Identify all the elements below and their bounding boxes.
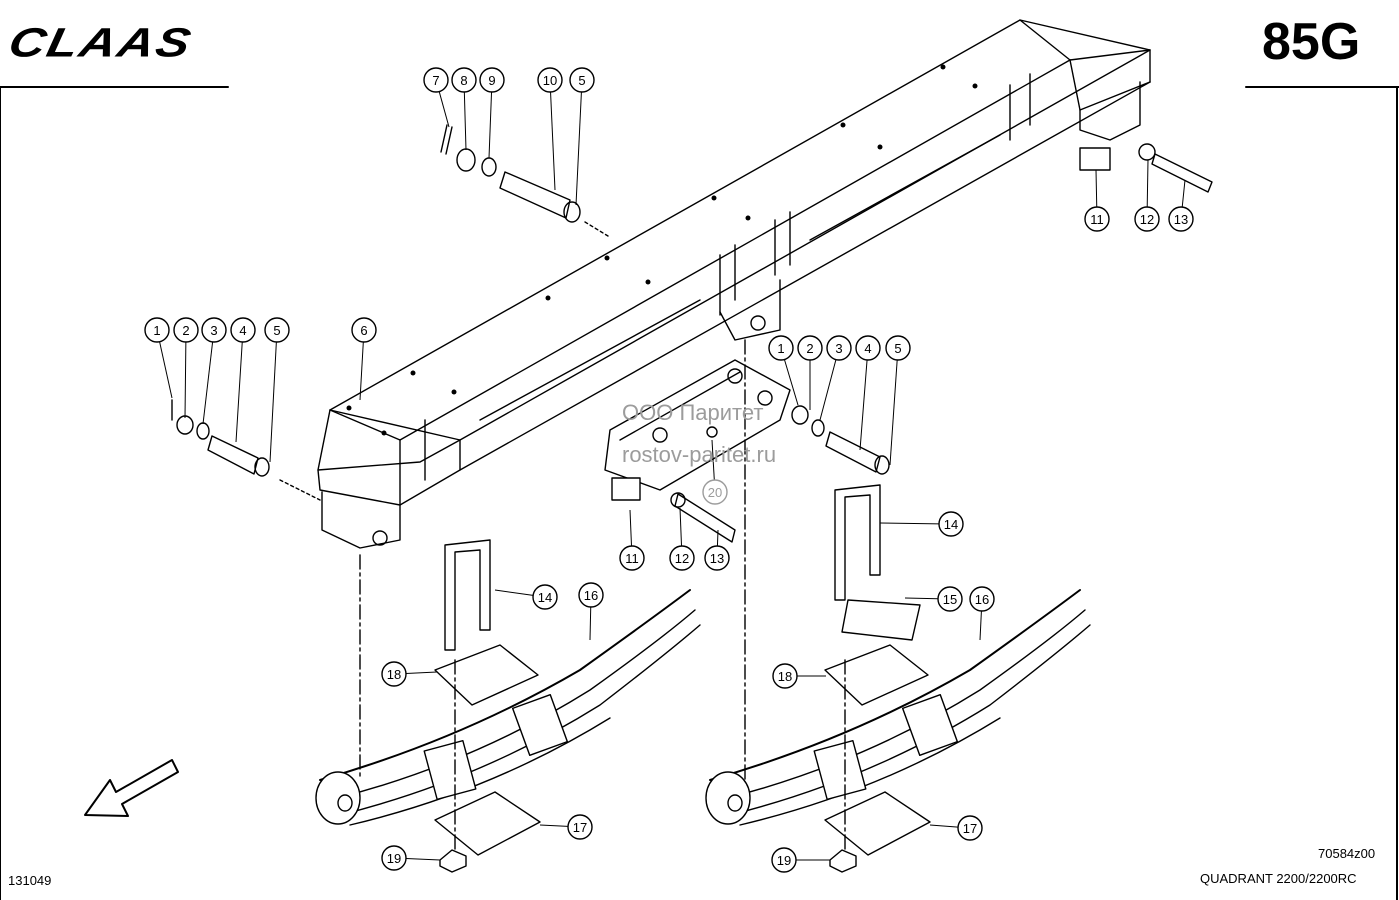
- callout-14: 14: [494, 584, 558, 610]
- callout-label: 5: [894, 341, 901, 356]
- callout-label: 15: [943, 592, 957, 607]
- callout-label: 14: [538, 590, 552, 605]
- callout-label: 5: [578, 73, 585, 88]
- callout-3: 3: [819, 335, 852, 421]
- pin-assembly-top: [440, 124, 609, 237]
- callout-label: 2: [182, 323, 189, 338]
- callout-12: 12: [1134, 159, 1160, 232]
- callout-8: 8: [451, 67, 477, 151]
- callout-9: 9: [479, 67, 505, 159]
- callout-label: 12: [1140, 212, 1154, 227]
- axle-beam: [317, 19, 1151, 549]
- callout-18: 18: [381, 661, 438, 687]
- callout-2: 2: [173, 317, 199, 419]
- callout-label: 13: [710, 551, 724, 566]
- callout-5: 5: [264, 317, 290, 463]
- callout-label: 8: [460, 73, 467, 88]
- callout-label: 20: [708, 485, 722, 500]
- callout-label: 10: [543, 73, 557, 88]
- watermark-url: rostov-paritet.ru: [622, 442, 777, 467]
- brand-logo: CLAAS: [4, 19, 197, 66]
- callout-19: 19: [771, 847, 830, 873]
- callout-13: 13: [704, 529, 730, 571]
- callout-2: 2: [797, 335, 823, 410]
- callout-label: 17: [573, 820, 587, 835]
- callout-label: 4: [239, 323, 246, 338]
- callout-18: 18: [772, 663, 826, 689]
- callout-4: 4: [855, 335, 881, 451]
- callout-10: 10: [537, 67, 563, 191]
- direction-arrow: [84, 759, 179, 817]
- callout-12: 12: [669, 507, 695, 571]
- callout-label: 16: [584, 588, 598, 603]
- callout-14: 14: [879, 511, 964, 537]
- callout-17: 17: [539, 814, 593, 840]
- callout-1: 1: [768, 335, 799, 406]
- callout-label: 16: [975, 592, 989, 607]
- callout-label: 19: [387, 851, 401, 866]
- callout-label: 17: [963, 821, 977, 836]
- callout-label: 9: [488, 73, 495, 88]
- callout-5: 5: [885, 335, 911, 466]
- callout-7: 7: [423, 67, 450, 128]
- callout-label: 7: [432, 73, 439, 88]
- callout-11: 11: [619, 509, 645, 571]
- callout-6: 6: [351, 317, 377, 401]
- callout-label: 19: [777, 853, 791, 868]
- callout-16: 16: [969, 586, 995, 641]
- callout-13: 13: [1168, 179, 1194, 232]
- callout-label: 18: [778, 669, 792, 684]
- model-label: QUADRANT 2200/2200RC: [1200, 871, 1357, 886]
- callout-3: 3: [201, 317, 227, 425]
- callout-4: 4: [230, 317, 256, 443]
- callout-label: 3: [210, 323, 217, 338]
- page-frame: [0, 86, 1399, 900]
- callout-label: 3: [835, 341, 842, 356]
- callout-label: 2: [806, 341, 813, 356]
- callout-label: 4: [864, 341, 871, 356]
- callout-11: 11: [1084, 169, 1110, 232]
- callout-label: 13: [1174, 212, 1188, 227]
- callout-15: 15: [904, 586, 963, 612]
- callout-label: 11: [1090, 212, 1104, 227]
- sheet-number: 131049: [8, 873, 52, 888]
- callout-1: 1: [144, 317, 173, 399]
- callout-20: 20: [702, 439, 728, 505]
- drawing-number: 70584z00: [1318, 846, 1376, 861]
- leaf-spring-left: [315, 539, 701, 873]
- callout-label: 12: [675, 551, 689, 566]
- shackle-bracket: [604, 359, 791, 543]
- callout-label: 14: [944, 517, 958, 532]
- callout-label: 11: [625, 551, 639, 566]
- callout-label: 6: [360, 323, 367, 338]
- callout-16: 16: [578, 582, 604, 641]
- pin-assembly-left: [171, 399, 321, 501]
- group-number: 85G: [1262, 13, 1361, 71]
- callout-label: 1: [777, 341, 784, 356]
- shackle-right: [1079, 143, 1213, 193]
- watermark-company: ООО Паритет: [622, 400, 764, 425]
- pin-assembly-center: [791, 405, 890, 475]
- callout-5: 5: [569, 67, 595, 206]
- callout-17: 17: [929, 815, 983, 841]
- leaf-spring-right: [705, 339, 1091, 873]
- callout-label: 18: [387, 667, 401, 682]
- callout-label: 1: [153, 323, 160, 338]
- callout-label: 5: [273, 323, 280, 338]
- callout-19: 19: [381, 845, 441, 871]
